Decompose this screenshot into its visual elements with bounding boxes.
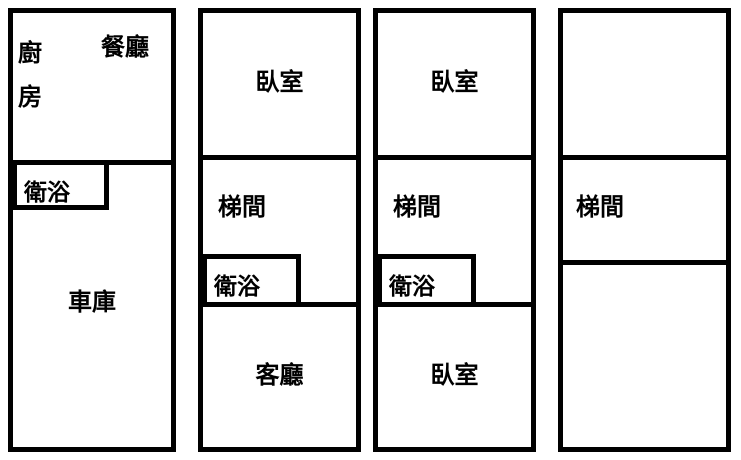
wall-divider xyxy=(563,260,726,265)
floor-plan-unit-4: 梯間 xyxy=(558,8,731,452)
floor-plan-unit-1: 衛浴 廚房 餐廳 車庫 xyxy=(8,8,176,452)
wall-divider xyxy=(378,155,531,160)
bedroom-label: 臥室 xyxy=(255,68,304,96)
dining-label: 餐廳 xyxy=(101,33,149,61)
bedroom-label: 臥室 xyxy=(430,68,479,96)
stairwell-label: 梯間 xyxy=(576,193,624,221)
living-room-label: 客廳 xyxy=(255,361,304,389)
bathroom-box: 衛浴 xyxy=(202,254,301,307)
bathroom-label: 衛浴 xyxy=(24,180,70,206)
floor-plan-unit-3: 衛浴 臥室 梯間 臥室 xyxy=(373,8,536,452)
wall-divider xyxy=(203,155,356,160)
stairwell-label: 梯間 xyxy=(393,193,441,221)
stairwell-label: 梯間 xyxy=(218,193,266,221)
garage-label: 車庫 xyxy=(68,288,116,316)
kitchen-label: 廚房 xyxy=(18,39,42,111)
bathroom-label: 衛浴 xyxy=(389,274,435,300)
bathroom-label: 衛浴 xyxy=(214,274,260,300)
floor-plan-unit-2: 衛浴 臥室 梯間 客廳 xyxy=(198,8,361,452)
bathroom-box: 衛浴 xyxy=(377,254,476,307)
bathroom-box: 衛浴 xyxy=(12,160,109,210)
wall-divider xyxy=(563,155,726,160)
bedroom-label: 臥室 xyxy=(430,361,479,389)
